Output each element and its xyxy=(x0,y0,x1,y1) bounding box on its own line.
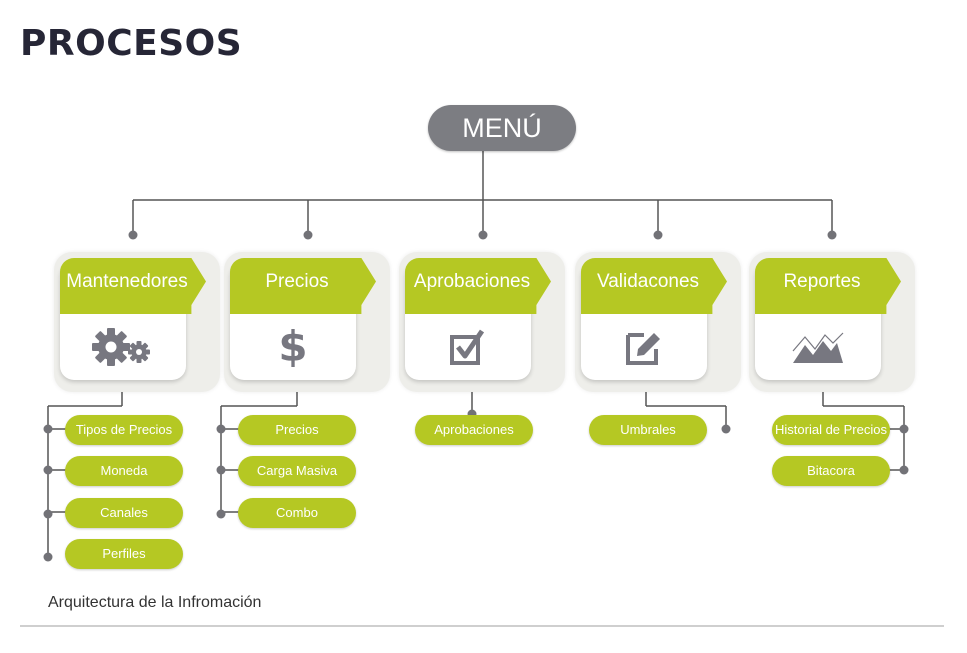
category-header: Reportes xyxy=(755,258,901,314)
subitem-historial-de-precios[interactable]: Historial de Precios xyxy=(772,415,890,445)
category-card-reportes[interactable]: Reportes xyxy=(749,252,915,392)
category-card-aprobaciones[interactable]: Aprobaciones xyxy=(399,252,565,392)
subitem-bitacora[interactable]: Bitacora xyxy=(772,456,890,486)
chart-icon xyxy=(755,314,881,380)
category-header: Aprobaciones xyxy=(405,258,551,314)
caption: Arquitectura de la Infromación xyxy=(48,594,262,611)
subitem-tipos-de-precios[interactable]: Tipos de Precios xyxy=(65,415,183,445)
subitem-aprobaciones[interactable]: Aprobaciones xyxy=(415,415,533,445)
checkbox-icon xyxy=(405,314,531,380)
edit-icon xyxy=(581,314,707,380)
category-card-validacones[interactable]: Validacones xyxy=(575,252,741,392)
subitem-canales[interactable]: Canales xyxy=(65,498,183,528)
subitem-perfiles[interactable]: Perfiles xyxy=(65,539,183,569)
category-card-mantenedores[interactable]: Mantenedores xyxy=(54,252,220,392)
category-header: Precios xyxy=(230,258,376,314)
subitem-precios[interactable]: Precios xyxy=(238,415,356,445)
subitem-moneda[interactable]: Moneda xyxy=(65,456,183,486)
subitem-combo[interactable]: Combo xyxy=(238,498,356,528)
menu-node[interactable]: MENÚ xyxy=(428,105,576,151)
page-title: PROCESOS xyxy=(20,23,243,64)
dollar-icon: $ xyxy=(278,322,308,371)
divider xyxy=(20,625,944,627)
subitem-carga-masiva[interactable]: Carga Masiva xyxy=(238,456,356,486)
category-header: Mantenedores xyxy=(60,258,206,314)
subitem-umbrales[interactable]: Umbrales xyxy=(589,415,707,445)
category-card-precios[interactable]: Precios $ xyxy=(224,252,390,392)
gears-icon xyxy=(60,314,186,380)
category-header: Validacones xyxy=(581,258,727,314)
